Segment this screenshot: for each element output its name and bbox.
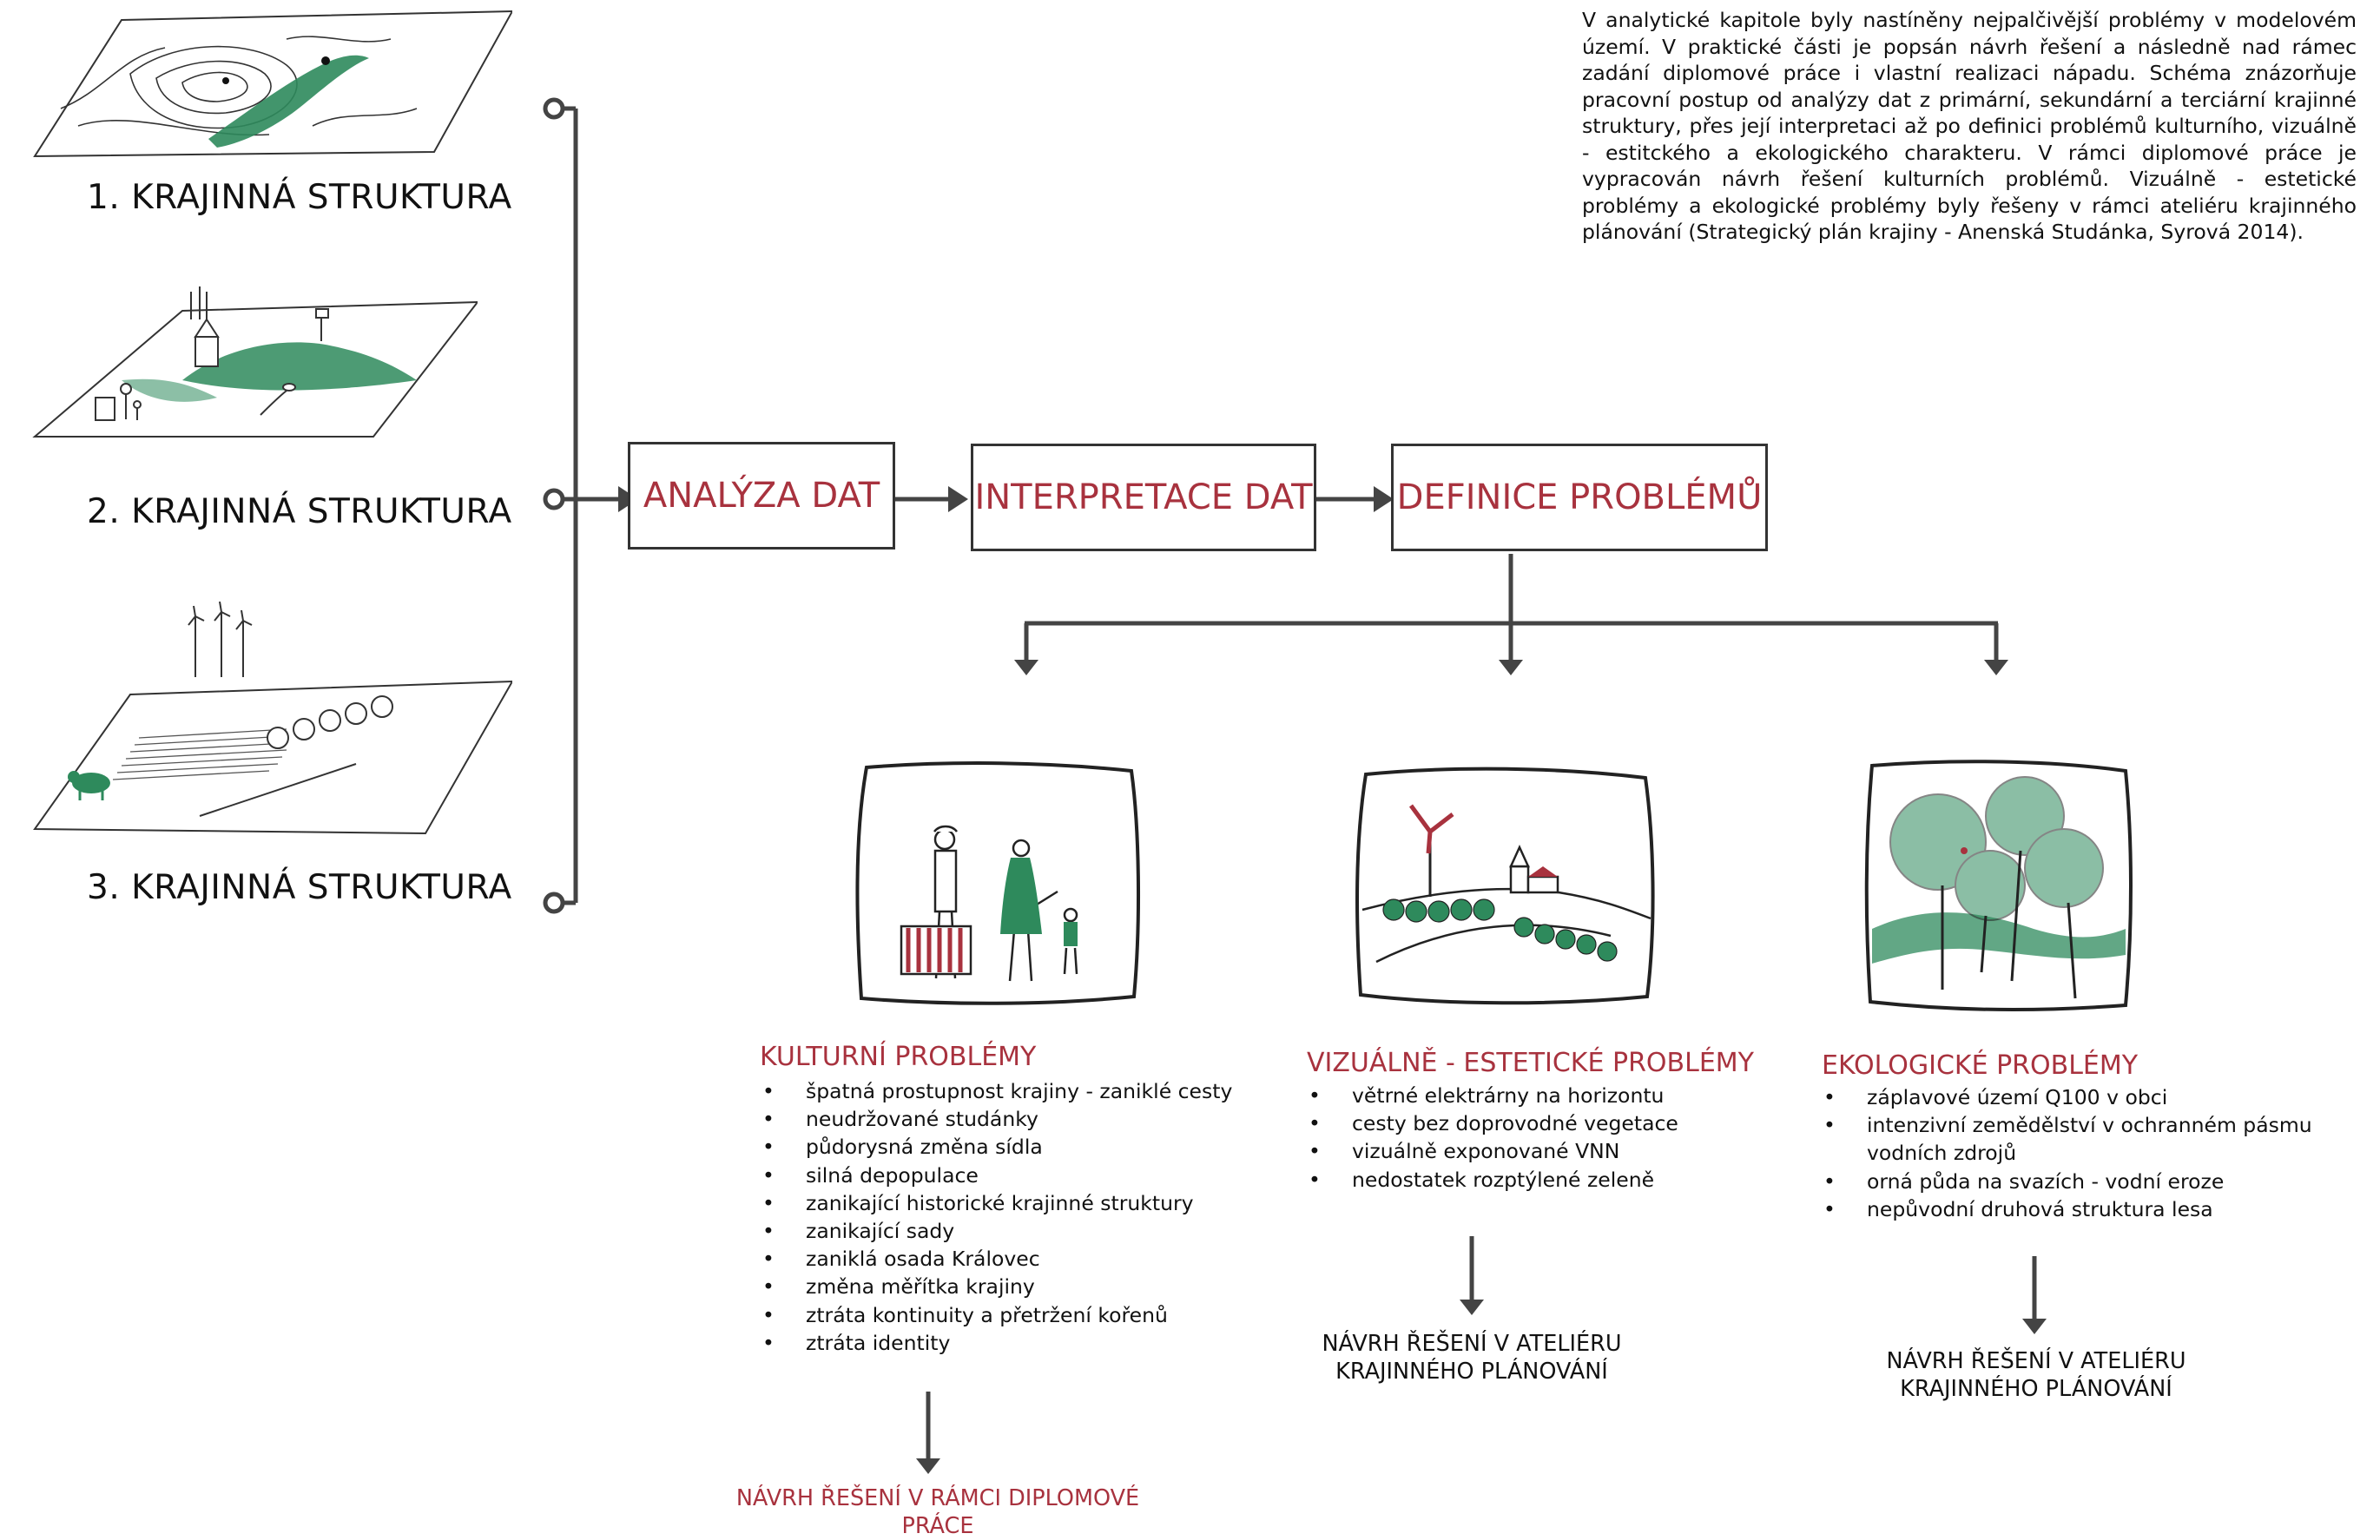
connector-node	[543, 488, 565, 510]
solution-line: NÁVRH ŘEŠENÍ V RÁMCI DIPLOMOVÉ	[735, 1485, 1140, 1511]
list-item: neudržované studánky	[761, 1105, 1247, 1133]
list-item: ztráta kontinuity a přetržení kořenů	[761, 1301, 1247, 1329]
arrow-to-interpretation	[948, 486, 968, 512]
list-item: zanikající historické krajinné struktury	[761, 1189, 1247, 1217]
cultural-solution: NÁVRH ŘEŠENÍ V RÁMCI DIPLOMOVÉ PRÁCE	[712, 1484, 1164, 1540]
arrow-to-definition	[1374, 486, 1394, 512]
definition-box: DEFINICE PROBLÉMŮ	[1391, 444, 1768, 551]
list-item: špatná prostupnost krajiny - zaniklé ces…	[761, 1077, 1247, 1105]
ecological-problems-list: záplavové území Q100 v obci intenzivní z…	[1822, 1083, 2377, 1223]
interpretation-box: INTERPRETACE DAT	[971, 444, 1316, 551]
landscape-sketch-2	[32, 286, 478, 438]
solution-line: NÁVRH ŘEŠENÍ V ATELIÉRU	[1886, 1348, 2186, 1374]
arrow-down-ecological	[1984, 660, 2008, 675]
solution-line: KRAJINNÉHO PLÁNOVÁNÍ	[1335, 1359, 1608, 1385]
visual-solution: NÁVRH ŘEŠENÍ V ATELIÉRU KRAJINNÉHO PLÁNO…	[1259, 1330, 1684, 1385]
structure-label-3: 3. KRAJINNÁ STRUKTURA	[87, 868, 512, 907]
list-item: nepůvodní druhová struktura lesa	[1822, 1195, 2377, 1223]
list-item: zaniklá osada Královec	[761, 1245, 1247, 1273]
intro-paragraph: V analytické kapitole byly nastíněny nej…	[1582, 8, 2357, 244]
visual-problems-list: větrné elektrárny na horizontu cesty bez…	[1307, 1082, 1758, 1194]
ecological-illustration	[1864, 760, 2133, 1011]
connector-node	[543, 892, 565, 914]
list-item: půdorysná změna sídla	[761, 1133, 1247, 1161]
list-item: intenzivní zemědělství v ochranném pásmu…	[1822, 1111, 2377, 1167]
visual-problems-title: VIZUÁLNĚ - ESTETICKÉ PROBLÉMY	[1307, 1048, 1754, 1078]
visual-illustration	[1355, 767, 1655, 1005]
cultural-problems-title: KULTURNÍ PROBLÉMY	[760, 1042, 1037, 1072]
cultural-illustration	[855, 761, 1141, 1005]
list-item: ztráta identity	[761, 1329, 1247, 1357]
list-item: silná depopulace	[761, 1162, 1247, 1189]
list-item: nedostatek rozptýlené zeleně	[1307, 1166, 1758, 1194]
list-item: cesty bez doprovodné vegetace	[1307, 1109, 1758, 1137]
list-item: větrné elektrárny na horizontu	[1307, 1082, 1758, 1109]
solution-line: PRÁCE	[901, 1513, 974, 1539]
arrow-down-visual	[1499, 660, 1523, 675]
list-item: vizuálně exponované VNN	[1307, 1137, 1758, 1165]
landscape-sketch-3	[33, 601, 512, 835]
ecological-solution: NÁVRH ŘEŠENÍ V ATELIÉRU KRAJINNÉHO PLÁNO…	[1823, 1347, 2249, 1403]
arrow-down-ecological-solution	[2022, 1319, 2047, 1334]
list-item: zanikající sady	[761, 1217, 1247, 1245]
arrow-down-visual-solution	[1460, 1300, 1484, 1315]
solution-line: NÁVRH ŘEŠENÍ V ATELIÉRU	[1322, 1331, 1622, 1357]
ecological-problems-title: EKOLOGICKÉ PROBLÉMY	[1822, 1050, 2139, 1081]
landscape-sketch-1	[33, 10, 512, 158]
arrow-down-cultural-solution	[916, 1458, 940, 1474]
connector-node	[543, 97, 565, 120]
cultural-problems-list: špatná prostupnost krajiny - zaniklé ces…	[761, 1077, 1247, 1357]
structure-label-1: 1. KRAJINNÁ STRUKTURA	[87, 178, 512, 217]
list-item: změna měřítka krajiny	[761, 1273, 1247, 1300]
structure-label-2: 2. KRAJINNÁ STRUKTURA	[87, 492, 512, 531]
list-item: orná půda na svazích - vodní eroze	[1822, 1168, 2377, 1195]
analysis-box: ANALÝZA DAT	[628, 442, 895, 550]
solution-line: KRAJINNÉHO PLÁNOVÁNÍ	[1900, 1376, 2172, 1402]
list-item: záplavové území Q100 v obci	[1822, 1083, 2377, 1111]
arrow-down-cultural	[1014, 660, 1038, 675]
